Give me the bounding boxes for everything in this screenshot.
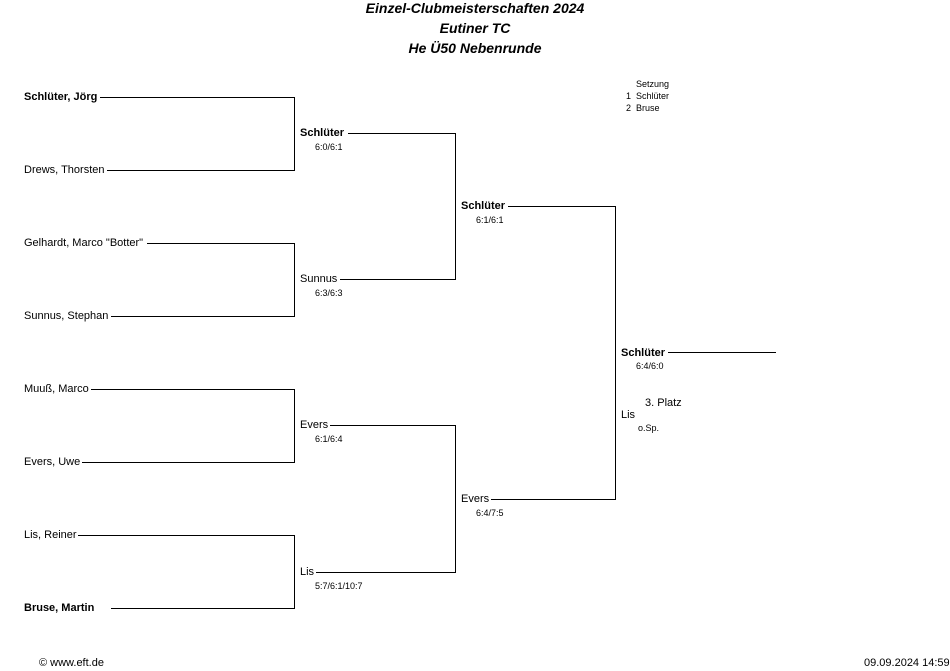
bracket-line [294,389,295,463]
copyright-text: © www.eft.de [39,657,104,669]
round2-winner-4: Lis [300,566,315,578]
round2-score-4: 5:7/6:1/10:7 [315,581,363,591]
seed-number: 1 [626,91,632,101]
round2-score-3: 6:1/6:4 [315,434,343,444]
tournament-title: Einzel-Clubmeisterschaften 2024 [365,0,585,16]
player-slot-2: Drews, Thorsten [24,164,105,176]
round2-winner-2: Sunnus [300,273,338,285]
round2-winner-1: Schlüter [300,127,345,139]
bracket-line [668,352,776,353]
club-name: Eutiner TC [439,20,511,36]
draw-name: He Ü50 Nebenrunde [408,40,542,56]
bracket-line [455,133,456,280]
round2-winner-3: Evers [300,419,329,431]
bracket-line [316,572,456,573]
third-place-note: o.Sp. [638,423,660,433]
third-place-name: Lis [621,409,636,421]
final-score: 6:4/6:0 [636,361,664,371]
bracket-line [107,170,295,171]
bracket-line [340,279,456,280]
seeding-header: Setzung [636,79,670,89]
bracket-line [111,316,295,317]
bracket-line [615,206,616,500]
bracket-line [294,243,295,317]
round2-score-2: 6:3/6:3 [315,288,343,298]
seed-name: Bruse [636,103,660,113]
bracket-line [147,243,295,244]
bracket-line [82,462,295,463]
bracket-line [91,389,295,390]
round2-score-1: 6:0/6:1 [315,142,343,152]
semifinal-winner-2: Evers [461,493,490,505]
semifinal-score-2: 6:4/7:5 [476,508,504,518]
bracket-line [491,499,616,500]
third-place-label: 3. Platz [645,397,682,409]
bracket-line [294,97,295,171]
bracket-line [348,133,456,134]
bracket-line [111,608,295,609]
player-slot-5: Muuß, Marco [24,383,89,395]
player-slot-8: Bruse, Martin [24,602,95,614]
semifinal-winner-1: Schlüter [461,200,506,212]
bracket-line [100,97,295,98]
player-slot-6: Evers, Uwe [24,456,81,468]
seed-number: 2 [626,103,632,113]
player-slot-4: Sunnus, Stephan [24,310,109,322]
player-slot-1: Schlüter, Jörg [24,91,98,103]
bracket-line [294,535,295,609]
champion-name: Schlüter [621,347,666,359]
player-slot-7: Lis, Reiner [24,529,77,541]
semifinal-score-1: 6:1/6:1 [476,215,504,225]
bracket-line [508,206,616,207]
player-slot-3: Gelhardt, Marco "Botter" [24,237,144,249]
seed-name: Schlüter [636,91,670,101]
bracket-line [330,425,456,426]
bracket-line [78,535,295,536]
print-timestamp: 09.09.2024 14:59 [864,657,950,669]
bracket-line [455,425,456,573]
